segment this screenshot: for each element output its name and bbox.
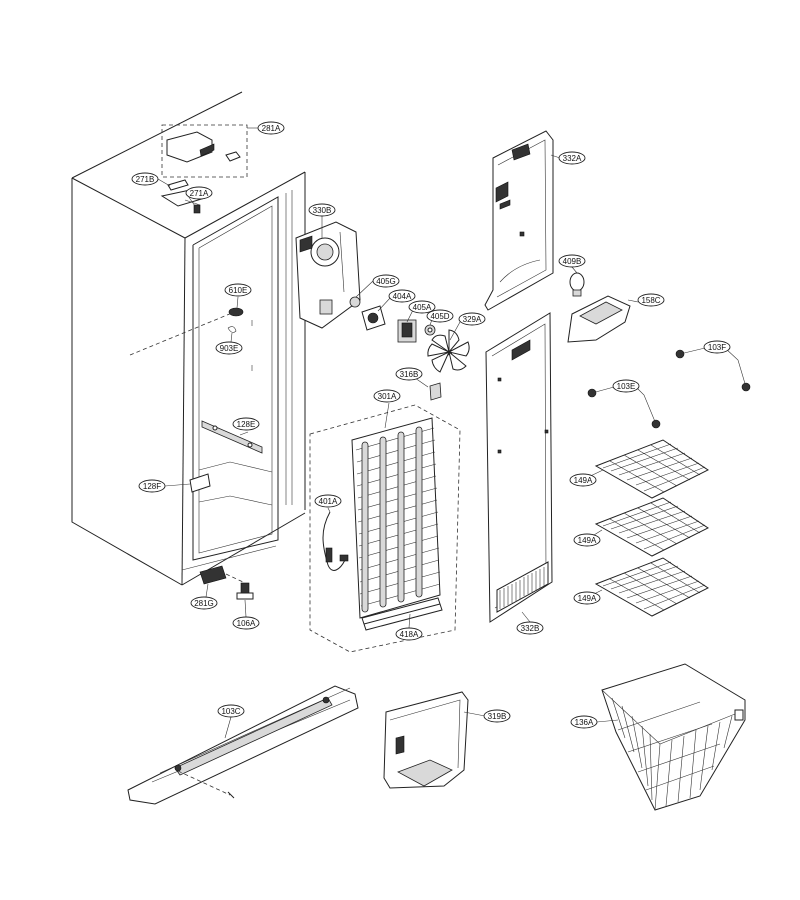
- callout-149a-1: 149A: [569, 473, 597, 487]
- callout-409b: 409B: [558, 254, 586, 268]
- callout-332b: 332B: [516, 621, 544, 635]
- part-149a-shelf-2: [594, 497, 709, 557]
- callout-label: 903E: [220, 344, 239, 353]
- callout-label: 271B: [136, 175, 155, 184]
- callout-610e: 610E: [224, 283, 252, 297]
- part-149a-shelf-1: [594, 439, 709, 499]
- part-610e-lamp-socket: [129, 307, 244, 356]
- callout-103e: 103E: [612, 379, 640, 393]
- callout-label: 281G: [194, 599, 214, 608]
- part-405d-washer: [424, 324, 436, 336]
- part-281a-assembly: [161, 124, 248, 178]
- part-158c-lamp-cover: [567, 295, 631, 343]
- part-316b-pad: [429, 382, 442, 401]
- callout-label: 103F: [708, 343, 726, 352]
- part-401a-thermistor: [322, 511, 349, 571]
- part-149a-shelf-3: [594, 557, 709, 617]
- callout-405a: 405A: [408, 300, 436, 314]
- part-418a-defrost-heater: [361, 597, 443, 631]
- callout-281a: 281A: [257, 121, 285, 135]
- callout-label: 418A: [400, 630, 419, 639]
- callout-332a: 332A: [558, 151, 586, 165]
- callout-label: 405D: [430, 312, 449, 321]
- part-301a-evaporator-group: [309, 404, 461, 653]
- part-103f-shelf-supports: [675, 347, 751, 392]
- callout-128f: 128F: [138, 479, 166, 493]
- callout-149a-3: 149A: [573, 591, 601, 605]
- callout-label: 271A: [190, 189, 209, 198]
- callout-330b: 330B: [308, 203, 336, 217]
- callout-281g: 281G: [190, 596, 218, 610]
- part-404a-motor-bracket: [361, 305, 386, 331]
- part-106a-leveler: [236, 582, 254, 600]
- part-103e-shelf-supports: [587, 386, 661, 429]
- callout-label: 316B: [400, 370, 419, 379]
- callout-401a: 401A: [314, 494, 342, 508]
- callout-158c: 158C: [637, 293, 665, 307]
- callout-404a: 404A: [388, 289, 416, 303]
- callout-label: 158C: [641, 296, 660, 305]
- callout-106a: 106A: [232, 616, 260, 630]
- callout-label: 106A: [237, 619, 256, 628]
- callout-label: 405A: [413, 303, 432, 312]
- callout-label: 409B: [563, 257, 582, 266]
- callout-label: 149A: [578, 536, 597, 545]
- part-281g-hinge: [199, 565, 244, 585]
- callout-labels: 281A 271B 271A 330B 332A 610E 405G 404A …: [131, 121, 731, 729]
- callout-label: 149A: [578, 594, 597, 603]
- refrigerator-cabinet: [71, 91, 306, 586]
- callout-label: 301A: [378, 392, 397, 401]
- callout-label: 405G: [376, 277, 396, 286]
- callout-label: 128F: [143, 482, 161, 491]
- callout-128e: 128E: [232, 417, 260, 431]
- part-136a-wire-basket: [601, 663, 746, 811]
- part-103c-bottom-cover: [127, 685, 359, 805]
- part-409b-lamp-bulb: [569, 272, 585, 297]
- callout-label: 401A: [319, 497, 338, 506]
- callout-103c: 103C: [217, 704, 245, 718]
- callout-label: 332A: [563, 154, 582, 163]
- callout-label: 329A: [463, 315, 482, 324]
- callout-103f: 103F: [703, 340, 731, 354]
- part-329a-fan-blade: [427, 329, 470, 373]
- callout-329a: 329A: [458, 312, 486, 326]
- callout-label: 319B: [488, 712, 507, 721]
- callout-405d: 405D: [426, 309, 454, 323]
- callout-136a: 136A: [570, 715, 598, 729]
- callout-405g: 405G: [372, 274, 400, 288]
- callout-319b: 319B: [483, 709, 511, 723]
- callout-label: 149A: [574, 476, 593, 485]
- part-332b-rear-panel: [485, 312, 553, 623]
- part-405a-fan-motor: [397, 319, 417, 343]
- callout-316b: 316B: [395, 367, 423, 381]
- callout-label: 136A: [575, 718, 594, 727]
- rear-panel-vent-grille: [496, 561, 549, 613]
- callout-label: 281A: [262, 124, 281, 133]
- callout-418a: 418A: [395, 627, 423, 641]
- callout-label: 332B: [521, 624, 540, 633]
- part-332a-duct-cover: [484, 130, 554, 311]
- callout-271b: 271B: [131, 172, 159, 186]
- callout-label: 103E: [617, 382, 636, 391]
- callout-label: 610E: [229, 286, 248, 295]
- callout-301a: 301A: [373, 389, 401, 403]
- part-128f-bracket: [189, 473, 211, 493]
- callout-label: 330B: [313, 206, 332, 215]
- callout-149a-2: 149A: [573, 533, 601, 547]
- evaporator-tubes: [361, 426, 423, 613]
- part-405g-grommet: [349, 296, 361, 308]
- callout-label: 103C: [221, 707, 240, 716]
- part-128e-rail: [201, 420, 263, 454]
- part-319b-drawer-cover: [383, 691, 469, 789]
- part-330b-fan-shroud: [295, 221, 361, 329]
- callout-label: 128E: [237, 420, 256, 429]
- callout-label: 404A: [393, 292, 412, 301]
- callout-271a: 271A: [185, 186, 213, 200]
- callout-903e: 903E: [215, 341, 243, 355]
